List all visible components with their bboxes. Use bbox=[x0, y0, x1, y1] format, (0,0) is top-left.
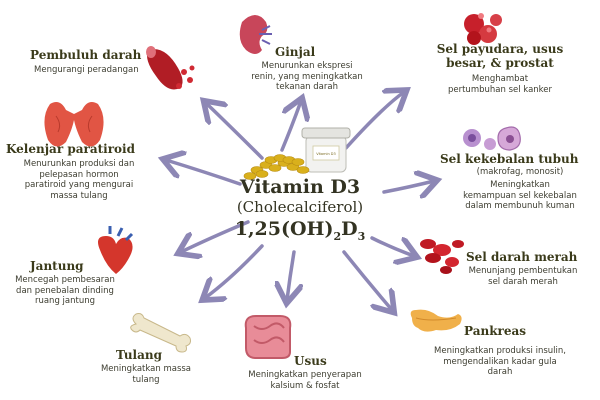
center-title: Vitamin D3 bbox=[239, 176, 361, 198]
desc-tulang: Meningkatkan massa tulang bbox=[84, 364, 208, 385]
center-chemical: (Cholecalciferol) bbox=[236, 198, 364, 216]
cancer-cell-icon bbox=[464, 13, 502, 45]
capsules-icon bbox=[243, 154, 310, 180]
arrow-to-tulang bbox=[205, 244, 264, 298]
desc-line: dan penebalan dinding bbox=[16, 285, 114, 296]
intestine-icon bbox=[244, 315, 292, 359]
desc-line: kemampuan sel kekebalan bbox=[463, 190, 577, 201]
center-formula: 1,25(OH)2D3 bbox=[218, 218, 382, 248]
title-jantung: Jantung bbox=[30, 259, 84, 273]
desc-line: kalsium & fosfat bbox=[270, 380, 340, 391]
formula-end: D bbox=[341, 218, 358, 240]
arrow-to-jantung bbox=[181, 220, 250, 252]
formula-sub2: 3 bbox=[357, 229, 366, 243]
heart-icon bbox=[98, 226, 134, 274]
desc-line: Meningkatkan produksi insulin, bbox=[434, 346, 566, 356]
title-pankreas: Pankreas bbox=[464, 324, 527, 338]
bone-icon bbox=[130, 313, 191, 353]
blood-vessel-icon bbox=[146, 46, 195, 90]
arrow-to-ginjal bbox=[280, 101, 301, 152]
arrow-to-sel-kekebalan bbox=[382, 181, 434, 192]
desc-line: Menurunkan produksi dan bbox=[23, 159, 135, 169]
formula-main: 1,25(OH) bbox=[234, 218, 334, 240]
desc-line: Meningkatkan bbox=[490, 180, 550, 190]
title-sel-kekebalan: Sel kekebalan tubuh bbox=[440, 152, 579, 166]
desc-ginjal: Menurunkan ekspresi renin, yang meningka… bbox=[232, 61, 382, 93]
desc-sel-kekebalan: Meningkatkan kemampuan sel kekebalan dal… bbox=[445, 180, 595, 212]
desc-line: Meningkatkan massa bbox=[100, 364, 192, 374]
desc-jantung: Mencegah pembesaran dan penebalan dindin… bbox=[2, 275, 128, 307]
arrows bbox=[166, 92, 434, 310]
desc-sel-darah: Menunjang pembentukan sel darah merah bbox=[458, 266, 588, 287]
title-kelenjar: Kelenjar paratiroid bbox=[6, 142, 135, 156]
title-tulang: Tulang bbox=[116, 348, 163, 362]
title-sel-darah: Sel darah merah bbox=[466, 250, 578, 264]
vitamin-bottle-icon: Vitamin D3 bbox=[301, 127, 351, 173]
thyroid-icon bbox=[44, 102, 104, 147]
arrow-to-usus bbox=[287, 250, 294, 300]
desc-pembuluh: Mengurangi peradangan bbox=[34, 65, 164, 76]
desc-kelenjar: Menurunkan produksi dan pelepasan hormon… bbox=[4, 159, 154, 201]
arrow-to-sel-darah bbox=[370, 236, 414, 256]
desc-line: Menunjang pembentukan bbox=[468, 266, 578, 276]
desc-line: paratiroid yang mengurai bbox=[24, 180, 134, 190]
arrow-to-kelenjar bbox=[166, 160, 242, 186]
desc-line: massa tulang bbox=[50, 190, 108, 201]
desc-sel-payudara: Menghambat pertumbuhan sel kanker bbox=[430, 74, 570, 95]
desc-line: dalam membunuh kuman bbox=[465, 201, 575, 211]
desc-line: darah bbox=[487, 367, 513, 377]
desc-line: mengendalikan kadar gula bbox=[443, 356, 557, 367]
title-line: besar, & prostat bbox=[446, 56, 554, 70]
desc-line: tulang bbox=[132, 374, 160, 385]
arrow-to-pankreas bbox=[342, 250, 392, 310]
desc-line: Mengurangi peradangan bbox=[34, 65, 139, 75]
desc-line: Menghambat bbox=[471, 74, 529, 84]
desc-line: renin, yang meningkatkan bbox=[251, 71, 363, 82]
red-blood-cell-icon bbox=[420, 239, 464, 274]
desc-line: Menurunkan ekspresi bbox=[261, 61, 353, 71]
desc-usus: Meningkatkan penyerapan kalsium & fosfat bbox=[240, 370, 370, 391]
subtitle-sel-kekebalan: (makrofag, monosit) bbox=[476, 167, 564, 177]
title-sel-payudara: Sel payudara, usus besar, & prostat bbox=[405, 42, 595, 70]
title-usus: Usus bbox=[294, 354, 327, 368]
immune-cell-icon bbox=[463, 126, 521, 151]
desc-pankreas: Meningkatkan produksi insulin, mengendal… bbox=[410, 346, 590, 378]
arrow-to-sel-payudara bbox=[344, 92, 404, 150]
desc-line: Mencegah pembesaran bbox=[15, 275, 115, 285]
desc-line: pelepasan hormon bbox=[39, 169, 119, 180]
desc-line: ruang jantung bbox=[34, 296, 96, 306]
title-line: Sel payudara, usus bbox=[436, 42, 564, 56]
bottle-label: Vitamin D3 bbox=[316, 152, 335, 156]
title-pembuluh: Pembuluh darah bbox=[30, 48, 142, 62]
desc-line: tekanan darah bbox=[276, 82, 338, 92]
formula-sub: 2 bbox=[333, 229, 342, 243]
desc-line: pertumbuhan sel kanker bbox=[447, 84, 553, 95]
pancreas-icon bbox=[410, 309, 462, 332]
desc-line: sel darah merah bbox=[488, 276, 558, 287]
title-ginjal: Ginjal bbox=[275, 45, 316, 59]
desc-line: Meningkatkan penyerapan bbox=[248, 370, 362, 380]
kidney-icon bbox=[239, 15, 272, 54]
arrow-to-pembuluh bbox=[206, 103, 264, 160]
